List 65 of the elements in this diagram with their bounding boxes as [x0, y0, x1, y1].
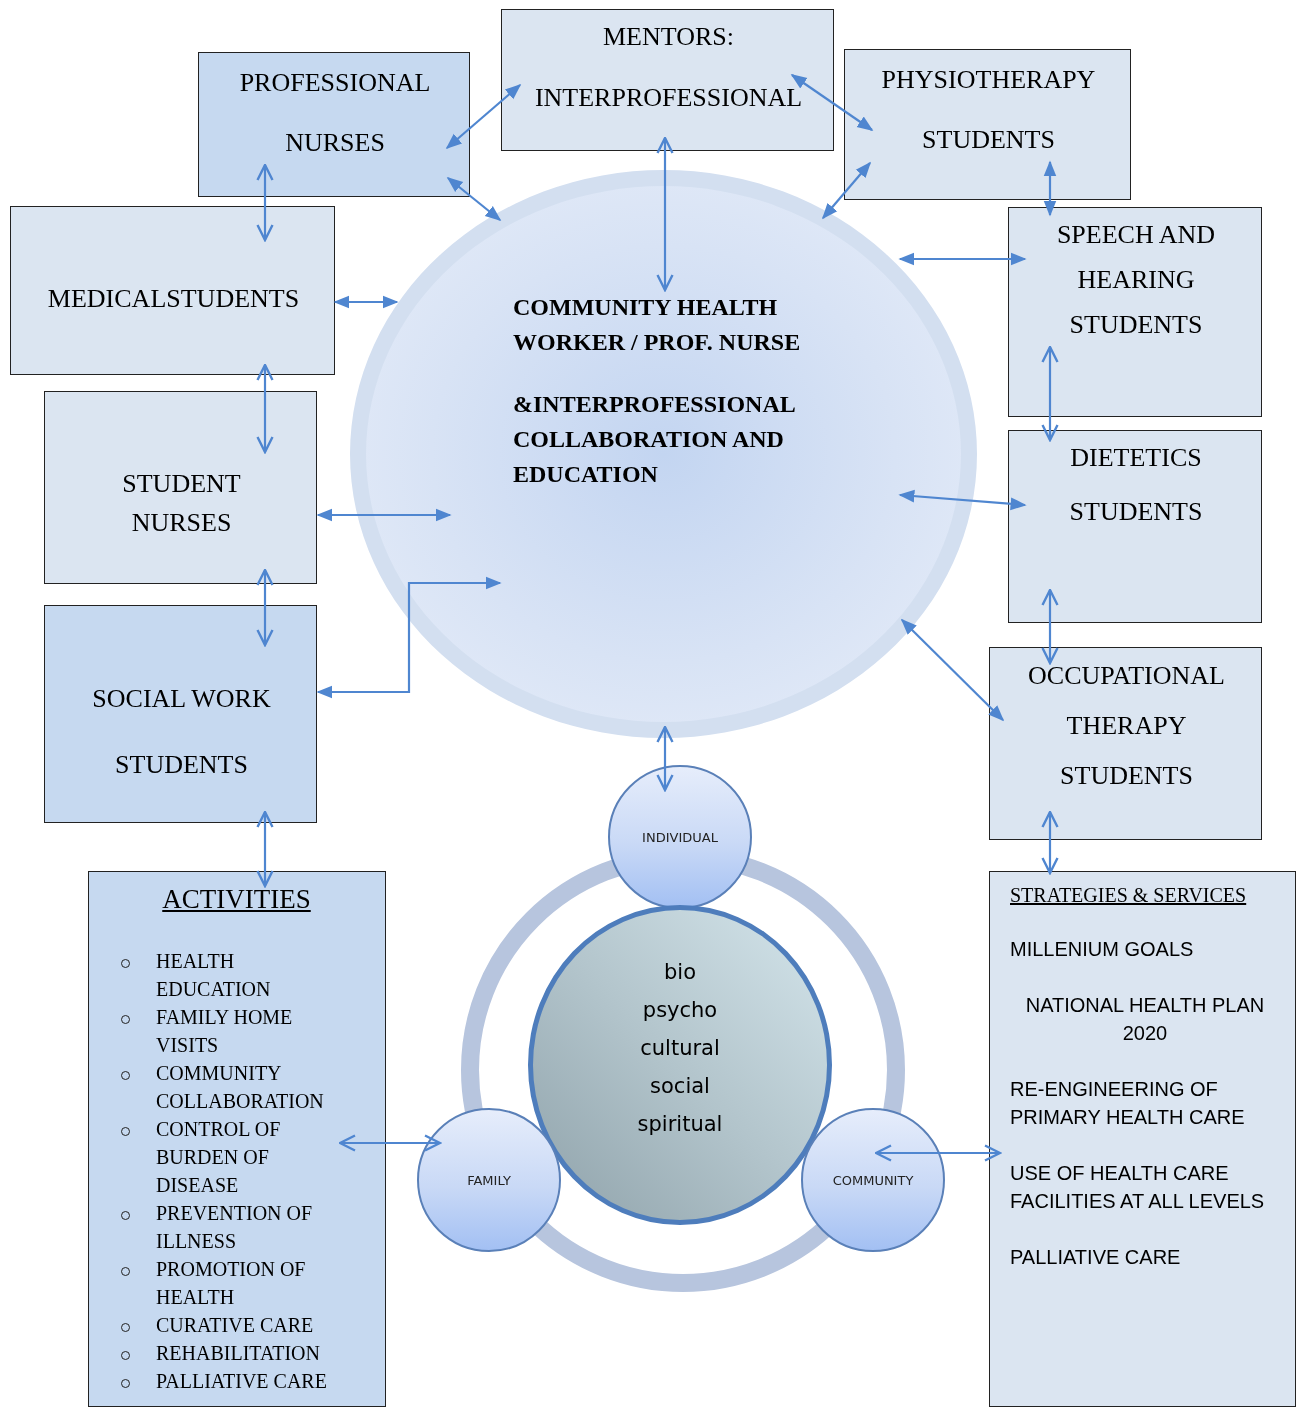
role-box [1008, 207, 1262, 417]
list-item: RE-ENGINEERING OF PRIMARY HEALTH CARE [1010, 1076, 1246, 1130]
hub-label: &INTERPROFESSIONAL COLLABORATION AND EDUCATION [513, 390, 796, 489]
arrow [256, 810, 274, 888]
box-label: INTERPROFESSIONAL [533, 83, 804, 113]
arrow [1041, 588, 1059, 665]
arrow [1043, 160, 1057, 217]
box-label: SOCIAL WORK STUDENTS [91, 683, 272, 781]
arrow [656, 136, 674, 292]
panel-heading: ACTIVITIES [161, 883, 312, 916]
arrow [656, 725, 674, 792]
role-box [844, 49, 1131, 200]
list-item: FAMILY HOME VISITS [156, 1005, 294, 1058]
arrow [874, 1144, 1002, 1162]
list-item: PALLIATIVE CARE [156, 1369, 328, 1394]
box-label: STUDENT NURSES [121, 468, 242, 539]
box-label: OCCUPATIONAL THERAPY STUDENTS [1027, 660, 1226, 792]
arrow [333, 295, 399, 309]
arrow [445, 83, 522, 150]
role-box [44, 391, 317, 584]
core-label: bio psycho cultural social spiritual [636, 959, 724, 1138]
circle-label: COMMUNITY [832, 1172, 914, 1188]
box-label: SPEECH AND HEARING STUDENTS [1055, 219, 1217, 341]
box-label: MENTORS: [602, 22, 735, 52]
arrow [316, 576, 502, 699]
box-label: PROFESSIONAL NURSES [238, 67, 432, 159]
list-item: COMMUNITY COLLABORATION [156, 1061, 325, 1114]
arrow [790, 74, 874, 131]
arrow [900, 618, 1005, 722]
list-item: MILLENIUM GOALS [1010, 937, 1195, 962]
arrow [446, 177, 502, 221]
role-box [1008, 430, 1262, 623]
list-item: USE OF HEALTH CARE FACILITIES AT ALL LEVELS [1010, 1160, 1266, 1214]
role-box [44, 605, 317, 823]
role-box [501, 9, 834, 151]
hub-label: COMMUNITY HEALTH WORKER / PROF. NURSE [513, 293, 802, 357]
list-item: CURATIVE CARE [156, 1313, 315, 1338]
list-item: NATIONAL HEALTH PLAN 2020 [1024, 992, 1266, 1046]
list-panel [989, 871, 1296, 1407]
arrow [898, 252, 1027, 266]
arrow [256, 363, 274, 454]
box-label: MEDICALSTUDENTS [46, 283, 301, 315]
list-item: HEALTH EDUCATION [156, 949, 272, 1002]
arrow [256, 568, 274, 647]
arrow [898, 489, 1027, 511]
circle-label: FAMILY [467, 1172, 511, 1188]
arrow [256, 163, 274, 242]
arrow [338, 1134, 442, 1152]
role-box [989, 647, 1262, 840]
arrow [316, 508, 452, 522]
list-item: PREVENTION OF ILLNESS [156, 1201, 314, 1254]
list-item: REHABILITATION [156, 1341, 321, 1366]
panel-heading: STRATEGIES & SERVICES [1010, 883, 1248, 908]
list-panel [88, 871, 386, 1407]
list-item: CONTROL OF BURDEN OF DISEASE [156, 1117, 282, 1198]
list-item: PALLIATIVE CARE [1010, 1244, 1182, 1270]
arrow [1041, 810, 1059, 875]
circle-label: INDIVIDUAL [642, 829, 718, 845]
list-item: PROMOTION OF HEALTH [156, 1257, 307, 1310]
role-box [198, 52, 470, 197]
box-label: DIETETICS STUDENTS [1068, 442, 1204, 528]
arrow [1041, 345, 1059, 442]
arrow [821, 161, 872, 220]
box-label: PHYSIOTHERAPY STUDENTS [880, 64, 1097, 156]
role-box [10, 206, 335, 375]
